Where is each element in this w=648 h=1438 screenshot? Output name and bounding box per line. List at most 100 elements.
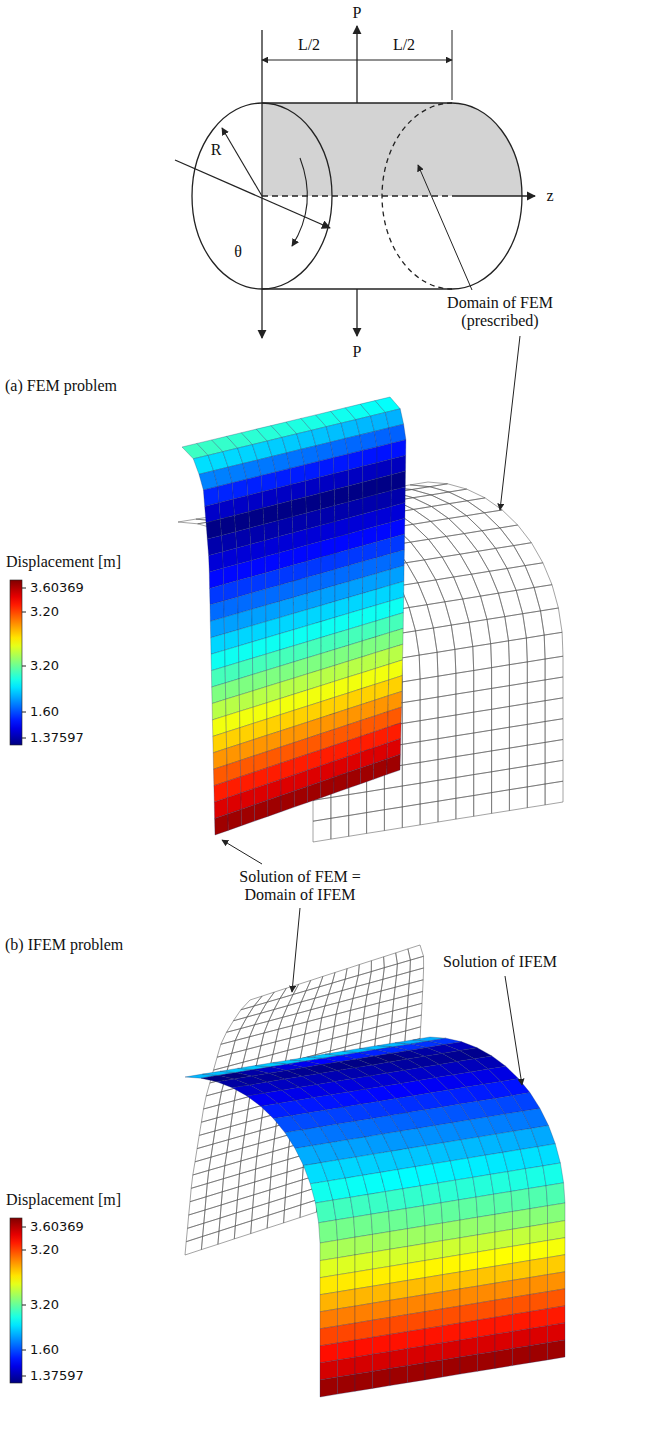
mesh-cell (425, 1326, 443, 1346)
mesh-cell (495, 1349, 513, 1369)
mesh-cell (390, 1280, 408, 1300)
cylinder-schematic (175, 26, 535, 338)
mesh-cell (529, 1186, 548, 1209)
mesh-cell (513, 1278, 531, 1298)
tick (22, 738, 26, 739)
mesh-cell (495, 1332, 513, 1352)
mesh-cell (431, 519, 464, 537)
mesh-cell (509, 766, 527, 790)
mesh-cell (509, 724, 527, 748)
mesh-cell (360, 764, 373, 784)
mesh-cell (420, 718, 438, 742)
mesh-cell (427, 602, 451, 628)
mesh-cell (548, 1340, 566, 1360)
mesh-cell (367, 810, 385, 834)
mesh-cell (373, 1300, 391, 1320)
tick (22, 1376, 26, 1377)
mesh-cell (512, 1093, 540, 1112)
mesh-cell (228, 809, 242, 830)
mesh-cell (424, 1203, 443, 1226)
mesh-cell (425, 1275, 443, 1295)
mesh-cell (543, 1163, 564, 1186)
mesh-cell (460, 1320, 478, 1340)
mesh-cell (495, 1246, 513, 1266)
mesh-cell (527, 784, 545, 808)
mesh-cell (525, 563, 552, 588)
tick (22, 1350, 26, 1351)
mesh-cell (408, 1329, 426, 1349)
mesh-cell (474, 772, 492, 796)
mesh-cell (516, 588, 540, 614)
mesh-cell (402, 700, 420, 724)
mesh-cell (474, 668, 492, 692)
mesh-cell (474, 688, 492, 712)
colorbar-tick-label: 3.20 (29, 659, 60, 674)
mesh-cell (355, 1252, 373, 1272)
mesh-cell (456, 775, 474, 799)
mesh-cell (320, 1343, 338, 1363)
mesh-cell (548, 1289, 566, 1309)
mesh-cell (338, 1340, 356, 1360)
mesh-cell (313, 798, 331, 822)
mesh-cell (443, 1357, 461, 1377)
mesh-cell (478, 1214, 496, 1235)
mesh-cell (527, 763, 545, 787)
mesh-cell (509, 787, 527, 811)
mesh-cell (463, 596, 487, 622)
mesh-cell (430, 484, 467, 492)
mesh-cell (320, 1326, 338, 1346)
mesh-cell (397, 960, 411, 975)
leader-line (500, 336, 520, 510)
mesh-cell (368, 1192, 389, 1215)
mesh-cell (254, 992, 274, 1006)
mesh-cell (408, 1295, 426, 1315)
mesh-cell (419, 652, 438, 679)
mesh-cell (406, 1206, 425, 1229)
mesh-cell (545, 719, 563, 743)
tick (22, 1305, 26, 1306)
mesh-cell (374, 759, 388, 779)
mesh-cell (474, 793, 492, 817)
mesh-cell (500, 525, 532, 546)
colorbar (10, 580, 22, 745)
mesh-cell (498, 590, 522, 616)
mesh-cell (474, 730, 492, 754)
mesh-cell (402, 783, 420, 807)
mesh-cell (227, 1017, 248, 1032)
mesh-cell (513, 1209, 531, 1230)
mesh-cell (268, 796, 281, 817)
mesh-cell (294, 786, 307, 807)
mesh-cell (319, 1220, 338, 1243)
mesh-cell (425, 1258, 443, 1278)
mesh-cell (385, 1189, 406, 1212)
mesh-cell (241, 996, 262, 1010)
mesh-cell (460, 551, 489, 574)
mesh-cell (481, 593, 505, 619)
mesh-cell (420, 780, 438, 804)
mesh-cell (459, 1197, 478, 1220)
z-axis (452, 195, 535, 196)
mesh-cell (548, 1238, 566, 1258)
mesh-cell (355, 1303, 373, 1323)
mesh-cell (513, 1260, 531, 1280)
mesh-cell (420, 1183, 441, 1206)
mesh-cell (509, 638, 528, 665)
mesh-cell (455, 647, 474, 674)
mesh-cell (251, 1215, 268, 1233)
mesh-cell (478, 1334, 496, 1354)
mesh-cell (410, 956, 424, 971)
mesh-cell (402, 762, 420, 786)
mesh-cell (333, 1197, 354, 1220)
mesh-cell (438, 736, 456, 760)
mesh-cell (393, 995, 409, 1011)
colorbar-ticks (22, 1227, 26, 1376)
mesh-cell (443, 1272, 461, 1292)
mesh-cell (281, 791, 294, 812)
mesh-cell (530, 1241, 548, 1261)
mesh-cell (425, 1223, 443, 1244)
mesh-cell (438, 798, 456, 822)
mesh-cell (530, 1206, 548, 1227)
leader-line (292, 908, 300, 992)
mesh-cell (446, 534, 478, 555)
mesh-cell (476, 1194, 495, 1217)
